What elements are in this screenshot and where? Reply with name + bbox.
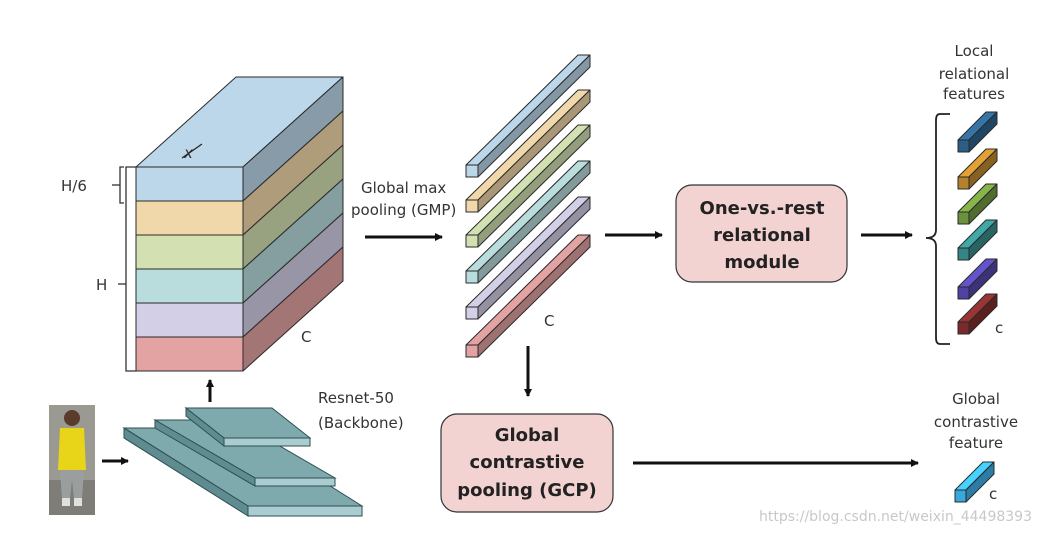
local-relational-features (957, 111, 998, 335)
backbone-label-line1: Resnet-50 (318, 389, 394, 407)
global-label-line1: Global (952, 390, 1000, 408)
backbone-label-line2: (Backbone) (318, 414, 404, 432)
local-c-label: c (995, 319, 1003, 337)
global-feature-cube-front (954, 489, 967, 503)
local-feature-cube-2-front (957, 176, 970, 190)
ovr-module-line2: relational (713, 225, 811, 246)
ovr-module: One-vs.-rest relational module (675, 184, 848, 283)
tensor-front-stripe-2 (135, 200, 244, 236)
vector-front-3 (465, 234, 479, 248)
global-label-line3: feature (949, 434, 1003, 452)
tensor-front-stripe-5 (135, 302, 244, 338)
tensor-x-strike (181, 143, 203, 159)
vector-front-2 (465, 199, 479, 213)
local-feature-cube-4-front (957, 247, 970, 261)
h-label: H (96, 276, 107, 294)
local-feature-cube-5-front (957, 286, 970, 300)
tensor-front-stripe-3 (135, 234, 244, 270)
local-feature-cube-3-front (957, 211, 970, 225)
h6-label: H/6 (61, 177, 87, 195)
local-label-line2: relational (939, 65, 1010, 83)
tensor-front-stripe-1 (135, 166, 244, 202)
backbone-stack (122, 406, 364, 517)
global-contrastive-feature (954, 461, 995, 503)
gmp-label-line2: pooling (GMP) (351, 201, 456, 219)
gcp-module-line3: pooling (GCP) (457, 480, 597, 501)
gcp-module-line1: Global (495, 425, 560, 446)
local-label-line3: features (943, 85, 1005, 103)
vector-front-1 (465, 164, 479, 178)
local-features-brace (925, 113, 950, 345)
gcp-module-line2: contrastive (470, 452, 585, 473)
vector-front-6 (465, 344, 479, 358)
tensor-c-label: C (301, 328, 311, 346)
local-label-line1: Local (955, 42, 994, 60)
tensor-front-stripe-6 (135, 336, 244, 372)
vectors-c-label: C (544, 312, 554, 330)
local-feature-cube-6-front (957, 321, 970, 335)
person-image (49, 405, 95, 515)
global-label-line2: contrastive (934, 413, 1018, 431)
gcp-module: Global contrastive pooling (GCP) (440, 413, 614, 513)
tensor-front-stripe-4 (135, 268, 244, 304)
part-vectors (465, 54, 591, 358)
h6-bracket (112, 166, 124, 204)
feature-tensor (135, 76, 344, 372)
watermark: https://blog.csdn.net/weixin_44498393 (759, 509, 1032, 525)
vector-front-4 (465, 270, 479, 284)
gmp-label-line1: Global max (361, 179, 446, 197)
local-feature-cube-1-front (957, 139, 970, 153)
ovr-module-line1: One-vs.-rest (700, 198, 825, 219)
h-bracket (118, 166, 136, 372)
tensor-side-stripe-6 (242, 246, 344, 372)
tensor-x-mark: x (183, 144, 193, 162)
global-c-label: c (989, 485, 997, 503)
ovr-module-line3: module (724, 252, 799, 273)
vector-front-5 (465, 306, 479, 320)
